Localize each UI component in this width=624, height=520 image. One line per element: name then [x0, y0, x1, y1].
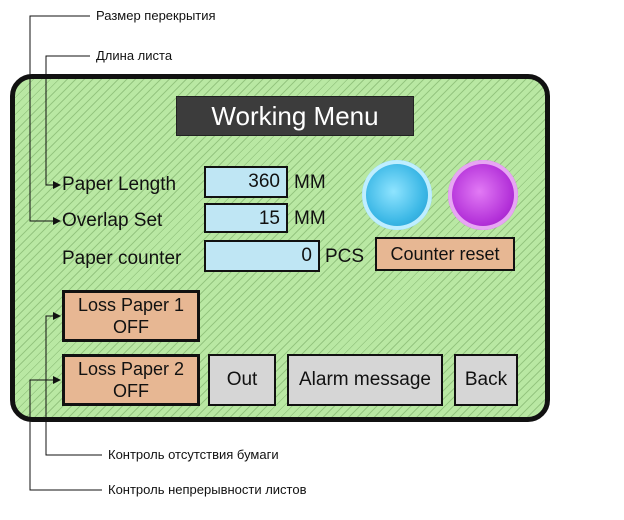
loss-paper-2-button[interactable]: Loss Paper 2 OFF — [62, 354, 200, 406]
annotation-sheet-continuity: Контроль непрерывности листов — [108, 482, 307, 497]
loss-paper-1-label: Loss Paper 1 — [77, 295, 185, 315]
paper-counter-unit: PCS — [325, 246, 365, 267]
indicator-lamp-blue — [362, 160, 432, 230]
leader-paper-absence — [45, 312, 102, 456]
annotation-paper-absence: Контроль отсутствия бумаги — [108, 447, 279, 462]
overlap-set-label: Overlap Set — [62, 210, 163, 231]
page-title: Working Menu — [176, 96, 414, 136]
overlap-set-unit: MM — [294, 208, 326, 229]
leader-sheet-length — [45, 55, 90, 189]
back-button[interactable]: Back — [454, 354, 518, 406]
out-button[interactable]: Out — [208, 354, 276, 406]
paper-length-field[interactable]: 360 — [204, 166, 288, 198]
loss-paper-2-label: Loss Paper 2 — [77, 359, 185, 379]
overlap-set-field[interactable]: 15 — [204, 203, 288, 233]
paper-counter-label: Paper counter — [62, 248, 182, 269]
counter-reset-button[interactable]: Counter reset — [375, 237, 515, 271]
leader-overlap-size — [29, 15, 90, 225]
paper-counter-field: 0 — [204, 240, 320, 272]
loss-paper-1-button[interactable]: Loss Paper 1 OFF — [62, 290, 200, 342]
loss-paper-2-state: OFF — [113, 381, 149, 401]
indicator-lamp-purple — [448, 160, 518, 230]
paper-length-unit: MM — [294, 172, 326, 193]
alarm-message-button[interactable]: Alarm message — [287, 354, 443, 406]
loss-paper-1-state: OFF — [113, 317, 149, 337]
leader-sheet-continuity — [29, 376, 102, 491]
annotation-sheet-length: Длина листа — [96, 48, 173, 63]
annotation-overlap-size: Размер перекрытия — [96, 8, 216, 23]
paper-length-label: Paper Length — [62, 174, 177, 195]
